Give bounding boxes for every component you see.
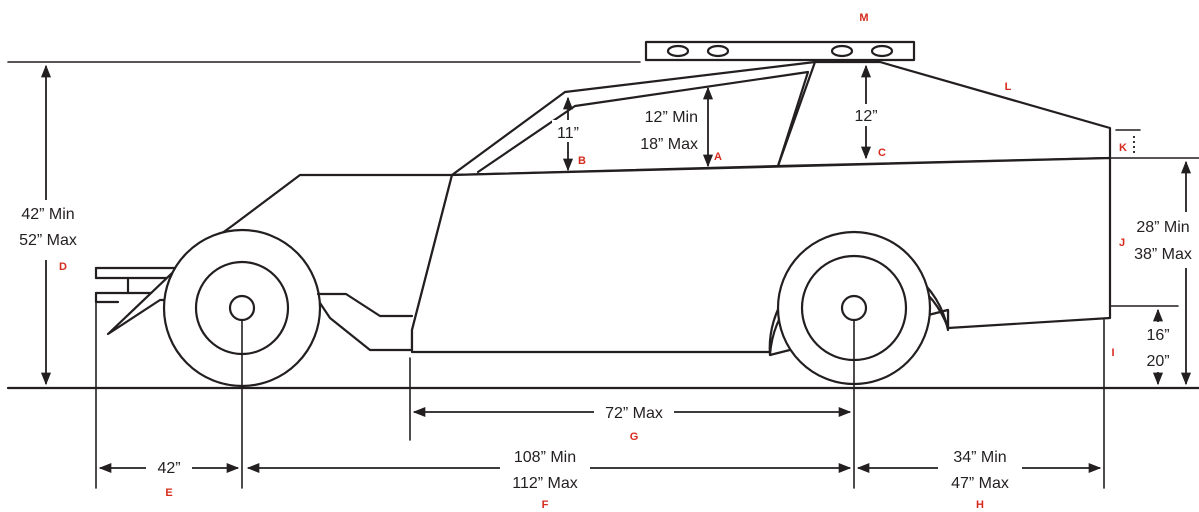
dimension-f-max: 112” Max [512, 475, 578, 492]
dimension-b-letter: B [578, 155, 586, 167]
roof-light-bar [644, 40, 916, 62]
dimension-a-letter: A [714, 151, 722, 163]
dimension-j-min: 28” Min [1136, 219, 1189, 236]
dimension-e-letter: E [165, 487, 172, 499]
dimension-i-max: 20” [1146, 353, 1169, 370]
dimension-c-letter: C [878, 147, 886, 159]
dimension-j-letter: J [1119, 237, 1125, 249]
dimension-h-max: 47” Max [951, 475, 1009, 492]
roof-bar-letter-m: M [859, 12, 868, 24]
dimension-j-max: 38” Max [1134, 246, 1192, 263]
front-frame-rail [316, 292, 414, 318]
front-wheel [162, 228, 322, 388]
dimension-g-value: 72” Max [605, 405, 663, 422]
dimension-i-letter: I [1111, 347, 1114, 359]
dimension-a-min: 12” Min [645, 109, 698, 126]
dimension-d-letter: D [59, 261, 67, 273]
rear-wheel [768, 230, 950, 386]
spoiler-letter-l: L [1005, 81, 1012, 93]
dimension-f-min: 108” Min [514, 449, 576, 466]
dimension-d-max: 52” Max [19, 232, 77, 249]
dimension-a-max: 18” Max [640, 136, 698, 153]
dimension-d-min: 42” Min [21, 206, 74, 223]
dimension-b-value: 11” [557, 125, 579, 142]
dimension-e-value: 42” [157, 460, 180, 477]
roof-and-windows [450, 60, 1112, 177]
dimension-f-letter: F [542, 499, 549, 511]
dimension-g-letter: G [630, 431, 639, 443]
dimension-c-value: 12” [854, 108, 877, 125]
dimension-k-letter: K [1119, 142, 1127, 154]
dimension-i-min: 16” [1146, 327, 1169, 344]
dimension-h-letter: H [976, 499, 984, 511]
dimension-h-min: 34” Min [953, 449, 1006, 466]
body-side-panel [410, 156, 1112, 354]
